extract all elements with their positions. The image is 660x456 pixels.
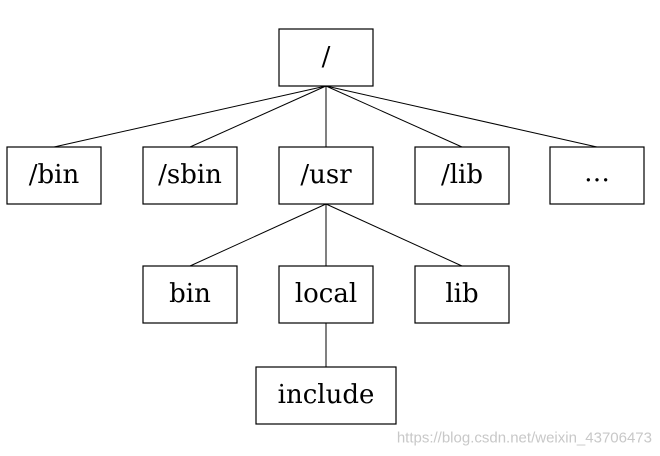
node-include: include [255,366,397,425]
node-lib-label: /lib [441,160,483,190]
node-more-label: … [584,158,610,188]
node-usr-lib: lib [414,265,510,324]
edge-root-bin [53,85,327,148]
edges [53,85,598,367]
node-usr-local-label: local [295,279,357,309]
node-lib: /lib [414,146,510,205]
node-root-label: / [322,42,331,72]
node-usr-lib-label: lib [445,279,478,309]
node-usr-bin: bin [142,265,238,324]
edge-usr-lib [325,203,463,267]
edge-root-more [325,85,598,148]
node-more: … [549,146,645,205]
node-bin-label: /bin [29,160,80,190]
node-usr-bin-label: bin [169,279,211,309]
node-usr-local: local [278,265,374,324]
edge-usr-bin [189,203,327,267]
watermark: https://blog.csdn.net/weixin_43706473 [397,430,652,447]
node-sbin: /sbin [142,146,238,205]
node-bin: /bin [6,146,102,205]
node-include-label: include [278,380,375,410]
edge-root-sbin [189,85,327,148]
node-usr: /usr [278,146,374,205]
node-root: / [278,28,374,87]
node-sbin-label: /sbin [158,160,222,190]
edge-root-lib [325,85,463,148]
node-usr-label: /usr [300,160,352,190]
